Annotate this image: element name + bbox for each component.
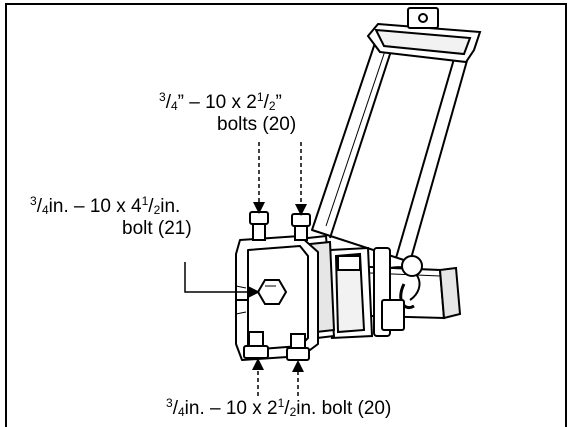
callout-bottom-bolts: 3/4in. – 10 x 21/2in. bolt (20)	[166, 396, 392, 420]
callout-top-line1: 3/4” – 10 x 21/2”	[159, 90, 282, 113]
figure-frame	[5, 3, 567, 427]
bottom-bolt-right	[286, 333, 310, 361]
top-bolt-right	[291, 213, 311, 241]
top-bolt-left	[249, 211, 269, 241]
callout-top-line2: bolts (20)	[217, 114, 297, 135]
leader-left	[184, 262, 260, 298]
callout-top-bolts: 3/4” – 10 x 21/2” bolts (20)	[159, 90, 297, 136]
hitch-pin	[373, 247, 423, 337]
tube-collar	[328, 246, 374, 340]
callout-left-line2: bolt (21)	[122, 218, 192, 239]
callout-bottom-line1: 3/4in. – 10 x 21/2in. bolt (20)	[166, 396, 392, 419]
tube-end-cap	[366, 7, 482, 64]
callout-left-line1: 3/4in. – 10 x 41/2in.	[30, 194, 181, 217]
center-hex-bolt	[256, 279, 288, 305]
square-tube	[311, 39, 471, 263]
callout-left-bolt: 3/4in. – 10 x 41/2in. bolt (21)	[30, 194, 192, 240]
